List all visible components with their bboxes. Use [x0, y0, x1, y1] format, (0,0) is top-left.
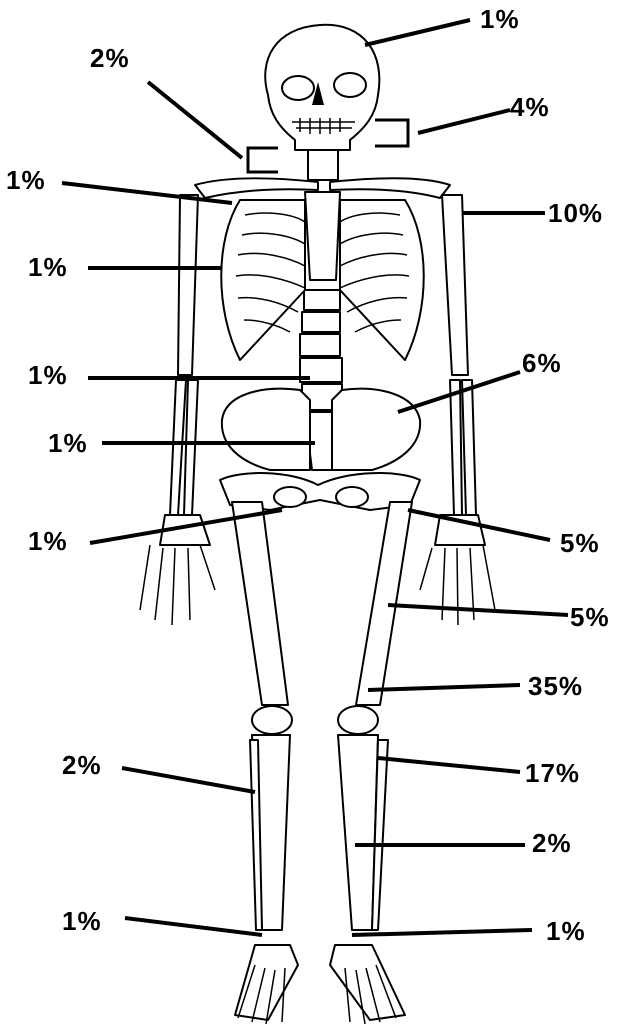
left-clavicle	[195, 178, 318, 198]
label-neck-right: 4%	[510, 94, 550, 120]
skull	[265, 25, 379, 150]
label-ribs: 1%	[28, 254, 68, 280]
right-leg	[330, 502, 412, 1024]
label-tibia-mid: 2%	[532, 830, 572, 856]
label-femur-head: 5%	[560, 530, 600, 556]
right-arm	[420, 195, 495, 625]
label-femur-upper: 5%	[570, 604, 610, 630]
label-hip: 1%	[28, 528, 68, 554]
label-clavicle: 1%	[6, 167, 46, 193]
label-tibia-upper: 17%	[525, 760, 580, 786]
left-leg	[232, 502, 298, 1024]
label-fibula-lower: 1%	[62, 908, 102, 934]
label-pelvis: 6%	[522, 350, 562, 376]
left-arm	[140, 195, 215, 625]
neck-right-bracket	[375, 120, 408, 146]
label-humerus: 10%	[548, 200, 603, 226]
label-neck-left: 2%	[90, 45, 130, 71]
label-sacrum: 1%	[48, 430, 88, 456]
label-skull-top: 1%	[480, 6, 520, 32]
label-tibia-lower: 1%	[546, 918, 586, 944]
label-femur-lower: 35%	[528, 673, 583, 699]
right-clavicle	[330, 178, 450, 198]
label-lumbar: 1%	[28, 362, 68, 388]
neck-left-bracket	[248, 148, 278, 172]
label-fibula: 2%	[62, 752, 102, 778]
